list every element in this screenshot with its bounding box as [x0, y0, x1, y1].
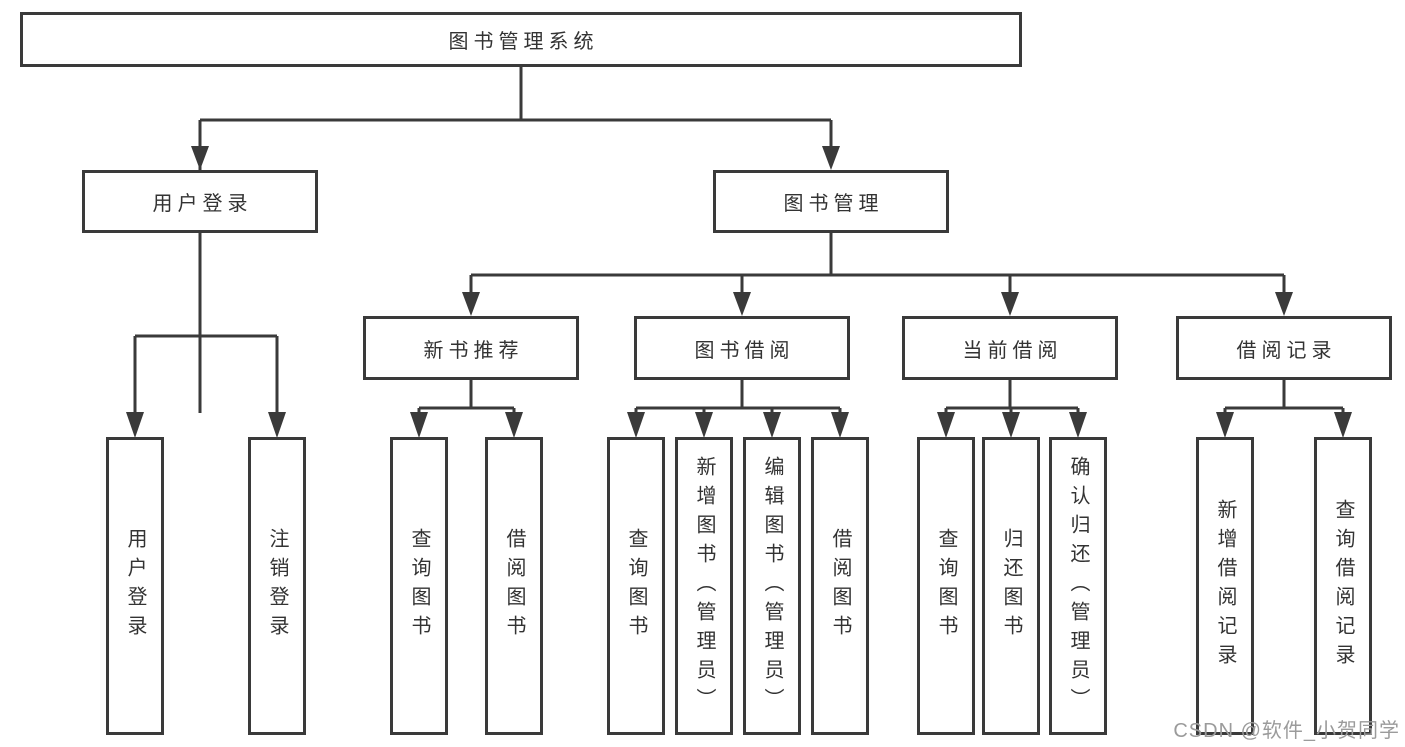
arrowhead-down — [410, 412, 428, 438]
node-label: 图书管理 — [783, 193, 884, 215]
leaf-logout: 注销登录 — [248, 437, 306, 735]
arrowhead-down — [191, 146, 209, 170]
edges-level3-to-leaves — [417, 380, 1345, 413]
arrowhead-down — [763, 412, 781, 438]
leaf-label: 借阅图书 — [829, 528, 851, 644]
leaf-label: 新增图书（管理员） — [693, 455, 715, 717]
leaf-label: 注销登录 — [266, 528, 288, 644]
arrowhead-down — [695, 412, 713, 438]
leaf-query-books-borrow: 查询图书 — [607, 437, 665, 735]
arrowhead-down — [937, 412, 955, 438]
edge-line — [1223, 380, 1345, 413]
leaf-label: 查询图书 — [935, 528, 957, 644]
arrowhead-down — [126, 412, 144, 438]
leaf-label: 查询图书 — [408, 528, 430, 644]
node-current-borrowing: 当前借阅 — [902, 316, 1118, 380]
arrowhead-down — [1275, 292, 1293, 316]
node-label: 新书推荐 — [423, 339, 524, 362]
leaf-return-books: 归还图书 — [982, 437, 1040, 735]
arrowhead-down — [627, 412, 645, 438]
leaf-query-borrow-record: 查询借阅记录 — [1314, 437, 1372, 735]
node-label: 当前借阅 — [962, 339, 1063, 362]
leaf-borrow-books: 借阅图书 — [811, 437, 869, 735]
node-book-management: 图书管理 — [713, 170, 949, 233]
edge-line — [634, 380, 842, 413]
leaf-label: 查询图书 — [625, 528, 647, 644]
arrowhead-down — [268, 412, 286, 438]
leaf-label: 归还图书 — [1000, 528, 1022, 644]
edge-line — [417, 380, 516, 413]
node-label: 图书借阅 — [694, 339, 795, 362]
arrowhead-down — [1001, 292, 1019, 316]
edges-book-management-to-level3 — [469, 233, 1286, 292]
leaf-label: 用户登录 — [124, 528, 146, 644]
leaf-edit-books-admin: 编辑图书（管理员） — [743, 437, 801, 735]
leaf-confirm-return-admin: 确认归还（管理员） — [1049, 437, 1107, 735]
csdn-watermark: CSDN @软件_小贺同学 — [1173, 720, 1400, 742]
node-label: 图书管理系统 — [448, 31, 599, 53]
node-book-borrowing: 图书借阅 — [634, 316, 850, 380]
arrowheads — [126, 146, 1352, 438]
node-user-login: 用户登录 — [82, 170, 318, 233]
leaf-borrow-books-recommend: 借阅图书 — [485, 437, 543, 735]
leaf-query-books-recommend: 查询图书 — [390, 437, 448, 735]
node-new-book-recommendation: 新书推荐 — [363, 316, 579, 380]
node-label: 用户登录 — [152, 193, 253, 215]
leaf-label: 确认归还（管理员） — [1067, 455, 1089, 717]
arrowhead-down — [1002, 412, 1020, 438]
arrowhead-down — [831, 412, 849, 438]
edges-user-login-to-leaves — [133, 233, 279, 413]
leaf-label: 编辑图书（管理员） — [761, 455, 783, 717]
leaf-label: 借阅图书 — [503, 528, 525, 644]
leaf-add-borrow-record: 新增借阅记录 — [1196, 437, 1254, 735]
leaf-query-books-current: 查询图书 — [917, 437, 975, 735]
arrowhead-down — [1216, 412, 1234, 438]
arrowhead-down — [822, 146, 840, 170]
leaf-add-books-admin: 新增图书（管理员） — [675, 437, 733, 735]
edge-line — [944, 380, 1080, 413]
node-label: 借阅记录 — [1236, 339, 1337, 362]
leaf-label: 查询借阅记录 — [1332, 499, 1354, 673]
edge-line — [469, 233, 1286, 292]
arrowhead-down — [733, 292, 751, 316]
arrowhead-down — [1334, 412, 1352, 438]
leaf-user-login: 用户登录 — [106, 437, 164, 735]
edges-root-to-level2 — [198, 67, 833, 413]
edge-line — [198, 67, 833, 413]
node-borrowing-records: 借阅记录 — [1176, 316, 1392, 380]
arrowhead-down — [1069, 412, 1087, 438]
node-library-management-system: 图书管理系统 — [20, 12, 1022, 67]
arrowhead-down — [462, 292, 480, 316]
edge-line — [133, 233, 279, 413]
leaf-label: 新增借阅记录 — [1214, 499, 1236, 673]
arrowhead-down — [505, 412, 523, 438]
